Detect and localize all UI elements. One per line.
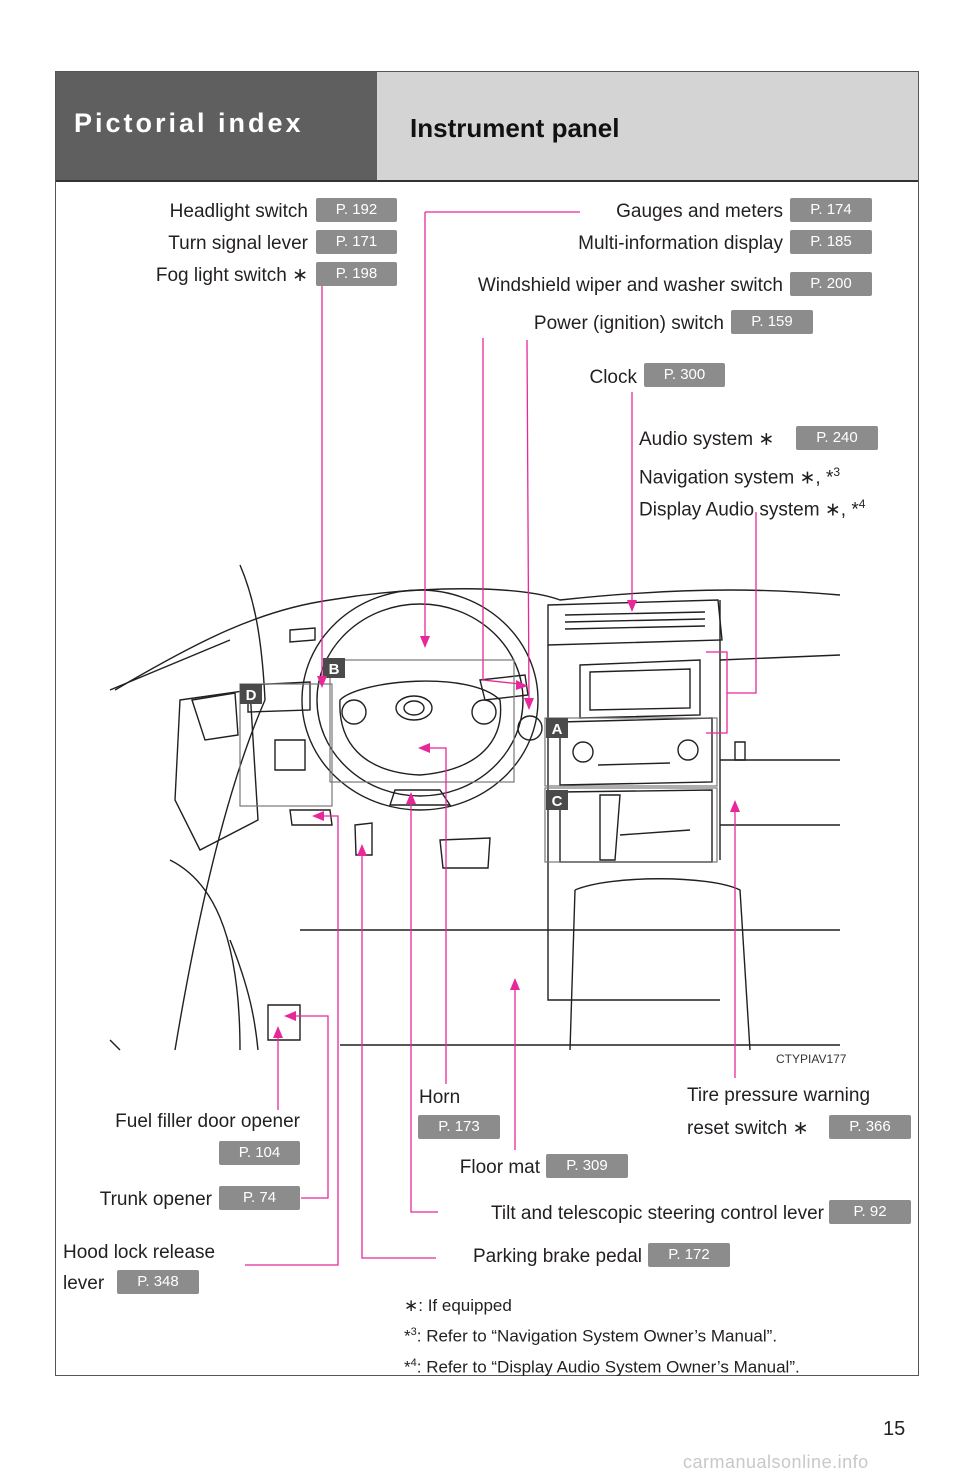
highlight-boxes (239, 659, 718, 863)
footnote-display-audio: *4: Refer to “Display Audio System Owner… (404, 1356, 800, 1377)
display-audio-system-label: Display Audio system ∗, *4 (639, 497, 866, 521)
fog-light-switch-page-badge[interactable]: P. 198 (316, 262, 397, 286)
parking-brake-pedal-label: Parking brake pedal (473, 1246, 642, 1267)
clock-page-badge[interactable]: P. 300 (644, 363, 725, 387)
trunk-opener-label: Trunk opener (99, 1189, 212, 1210)
audio-system-label: Audio system ∗ (639, 429, 775, 450)
wiper-switch-page-badge[interactable]: P. 200 (790, 272, 872, 296)
section-header (56, 72, 377, 180)
footnotes: ∗: If equipped *3: Refer to “Navigation … (404, 1292, 800, 1380)
navigation-system-label: Navigation system ∗, *3 (639, 465, 841, 489)
illustration-code: CTYPIAV177 (776, 1052, 847, 1066)
tire-pressure-reset-label: Tire pressure warning (687, 1085, 871, 1106)
page-frame (55, 71, 919, 1376)
multi-info-display-page-badge[interactable]: P. 185 (790, 230, 872, 254)
fuel-filler-opener-label: Fuel filler door opener (115, 1111, 300, 1132)
watermark: carmanualsonline.info (683, 1452, 869, 1472)
leader-lines (245, 211, 757, 1266)
gauges-meters-page-badge[interactable]: P. 174 (790, 198, 872, 222)
parking-brake-pedal-page-badge[interactable]: P. 172 (648, 1243, 730, 1267)
footnote-if-equipped: ∗: If equipped (404, 1296, 512, 1315)
callout-c: C (552, 793, 563, 810)
audio-system-page-badge[interactable]: P. 240 (796, 426, 878, 450)
page-title: Instrument panel (410, 113, 620, 143)
hood-lock-release-label: Hood lock release (63, 1242, 216, 1263)
tire-pressure-reset-label-line2: reset switch ∗ (687, 1118, 809, 1139)
floor-mat-page-badge[interactable]: P. 309 (546, 1154, 628, 1178)
callout-b: B (329, 661, 340, 678)
section-title: Pictorial index (74, 108, 304, 138)
trunk-opener-page-badge[interactable]: P. 74 (219, 1186, 300, 1210)
leader-arrowheads (273, 600, 740, 1038)
page-number: 15 (883, 1418, 906, 1440)
turn-signal-lever-label: Turn signal lever (168, 233, 308, 254)
clock-label: Clock (589, 367, 637, 388)
dashboard-line-art (109, 564, 841, 1051)
fog-light-switch-label: Fog light switch ∗ (155, 265, 308, 286)
title-header (377, 72, 918, 180)
wiper-switch-label: Windshield wiper and washer switch (477, 275, 783, 296)
hood-lock-release-page-badge[interactable]: P. 348 (117, 1270, 199, 1294)
power-switch-label: Power (ignition) switch (533, 313, 724, 334)
hood-lock-release-label-line2: lever (63, 1273, 105, 1294)
multi-info-display-label: Multi-information display (578, 233, 783, 254)
callout-a: A (552, 721, 563, 738)
turn-signal-lever-page-badge[interactable]: P. 171 (316, 230, 397, 254)
footnote-navigation: *3: Refer to “Navigation System Owner’s … (404, 1326, 778, 1346)
power-switch-page-badge[interactable]: P. 159 (731, 310, 813, 334)
headlight-switch-label: Headlight switch (169, 201, 308, 222)
tilt-telescopic-lever-page-badge[interactable]: P. 92 (829, 1200, 911, 1224)
header-divider (56, 180, 918, 182)
gauges-meters-label: Gauges and meters (616, 201, 783, 222)
callout-d: D (246, 687, 257, 704)
callout-tags: D B A C (240, 658, 568, 810)
tire-pressure-reset-page-badge[interactable]: P. 366 (829, 1115, 911, 1139)
tilt-telescopic-lever-label: Tilt and telescopic steering control lev… (490, 1203, 824, 1224)
horn-page-badge[interactable]: P. 173 (418, 1115, 500, 1139)
headlight-switch-page-badge[interactable]: P. 192 (316, 198, 397, 222)
fuel-filler-opener-page-badge[interactable]: P. 104 (219, 1141, 300, 1165)
horn-label: Horn (419, 1087, 461, 1108)
floor-mat-label: Floor mat (459, 1157, 540, 1178)
